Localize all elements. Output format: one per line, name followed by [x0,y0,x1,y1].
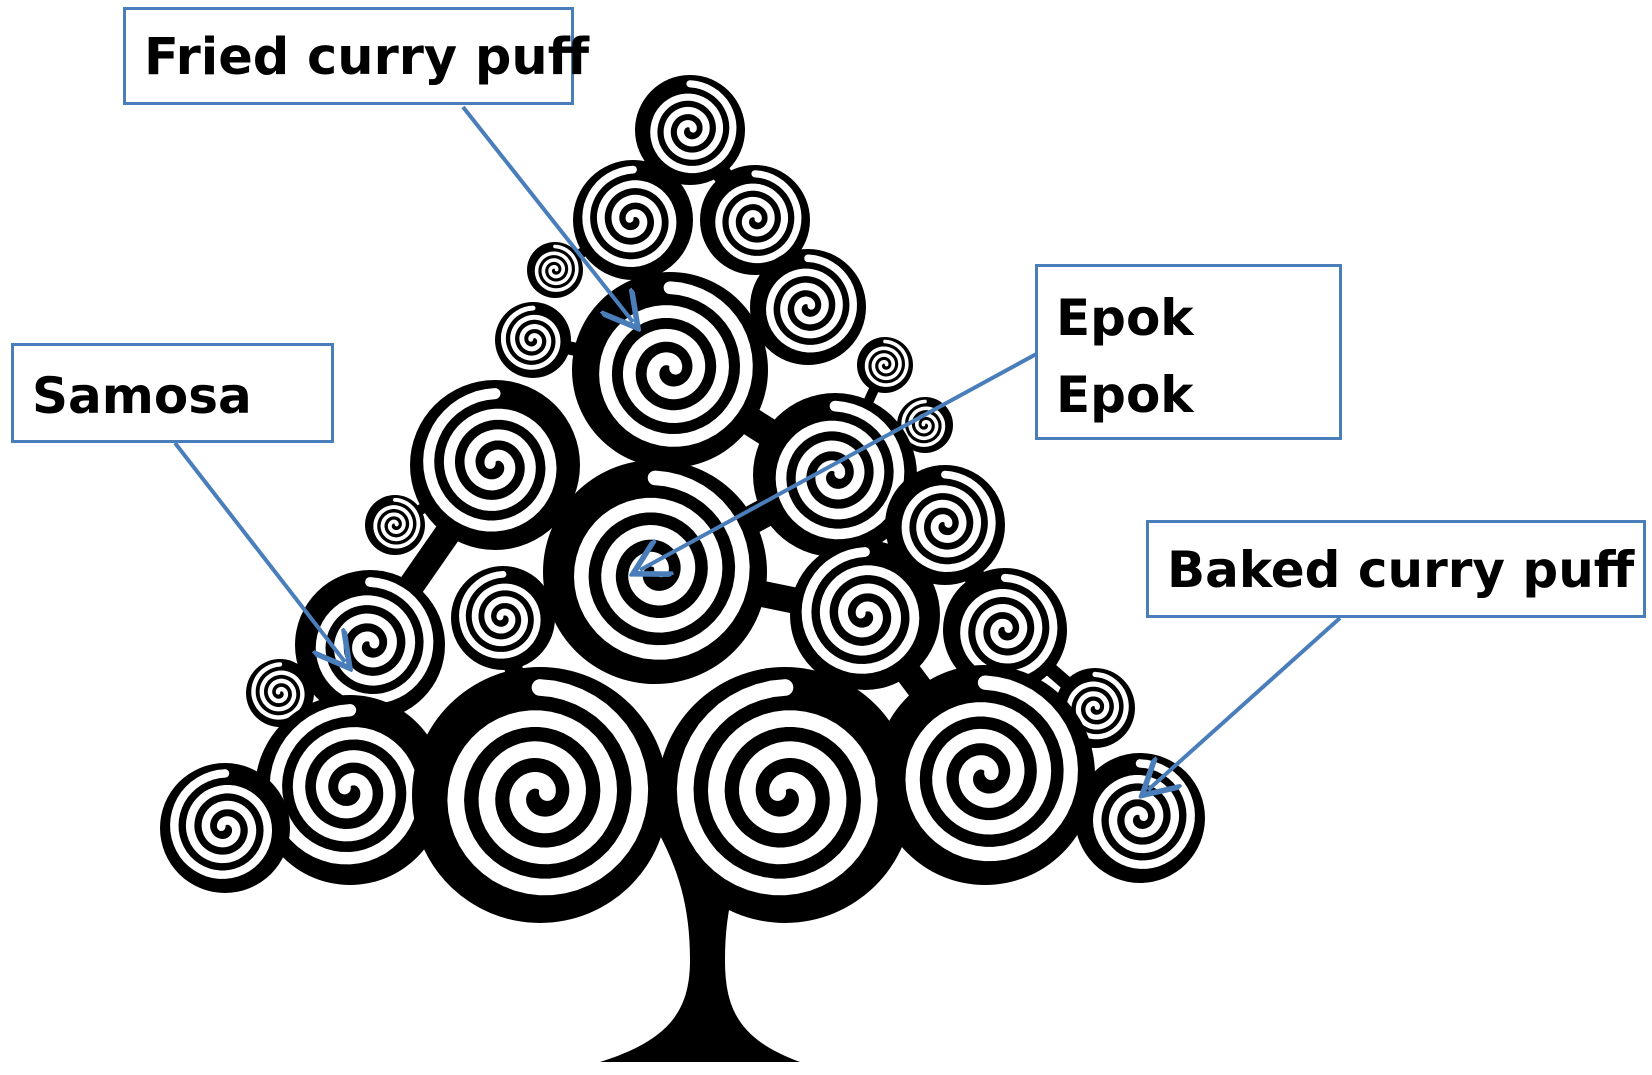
swirl-spiral [1092,759,1195,869]
swirl [790,540,940,690]
swirl-spiral [775,400,905,540]
swirl [573,160,693,280]
swirl-spiral [901,470,996,573]
swirl-spiral [373,497,421,549]
swirl-spiral [251,662,305,720]
baked-curry-puff-label-box: Baked curry puff [1146,520,1646,618]
swirl-spiral [269,704,419,865]
swirl-spiral [650,80,737,174]
tree-trunk [600,800,800,1062]
swirl [1075,753,1205,883]
annotation-arrows [173,105,1342,790]
swirl-spiral [574,470,750,660]
swirl [857,337,913,393]
swirl-spiral [901,399,946,447]
swirl [700,165,810,275]
swirl-tree [160,75,1205,1062]
arrow-fried-curry-puff [461,105,633,322]
swirl [255,695,445,885]
swirl-spiral [423,388,557,532]
swirl [451,566,555,670]
swirl [753,393,917,557]
swirl [495,302,571,378]
fried-curry-puff-label: Fried curry puff [144,28,590,87]
swirl [635,75,745,185]
swirl-spiral [500,305,561,370]
swirl-spiral [534,244,579,292]
swirl-spiral [170,769,273,879]
swirl-spiral [766,254,857,353]
swirl [875,665,1095,885]
swirl-spiral [582,165,677,268]
swirl-spiral [1066,671,1129,740]
swirl-spiral [599,281,753,447]
arrow-samosa [173,441,345,662]
epok-label-line-2: Epok [1056,366,1194,424]
swirl-spiral [676,679,878,896]
swirl [750,249,866,365]
fried-curry-puff-label-box: Fried curry puff [123,7,589,105]
swirl [527,242,583,298]
swirl [160,763,290,893]
swirl [572,272,768,468]
swirl [897,397,953,453]
swirl-spiral [905,675,1078,862]
swirl [543,460,767,684]
tree-swirls [160,75,1205,923]
samosa-label-box: Samosa [11,343,334,443]
samosa-label: Samosa [32,367,252,425]
epok-label-line-1: Epok [1056,289,1194,347]
swirl-spiral [864,339,909,387]
swirl-spiral [715,170,802,264]
swirl [412,667,668,923]
arrow-epok [640,350,1041,570]
swirl [246,659,314,727]
swirl-spiral [459,570,541,659]
arrow-baked-curry-puff [1148,616,1342,790]
epok-label-box: Epok Epok [1035,264,1342,440]
swirl [657,667,913,923]
swirl [365,495,425,555]
swirl [885,465,1005,585]
baked-curry-puff-label: Baked curry puff [1167,541,1635,599]
swirl [410,380,580,550]
swirl-spiral [801,547,920,674]
swirl-spiral [447,679,649,896]
